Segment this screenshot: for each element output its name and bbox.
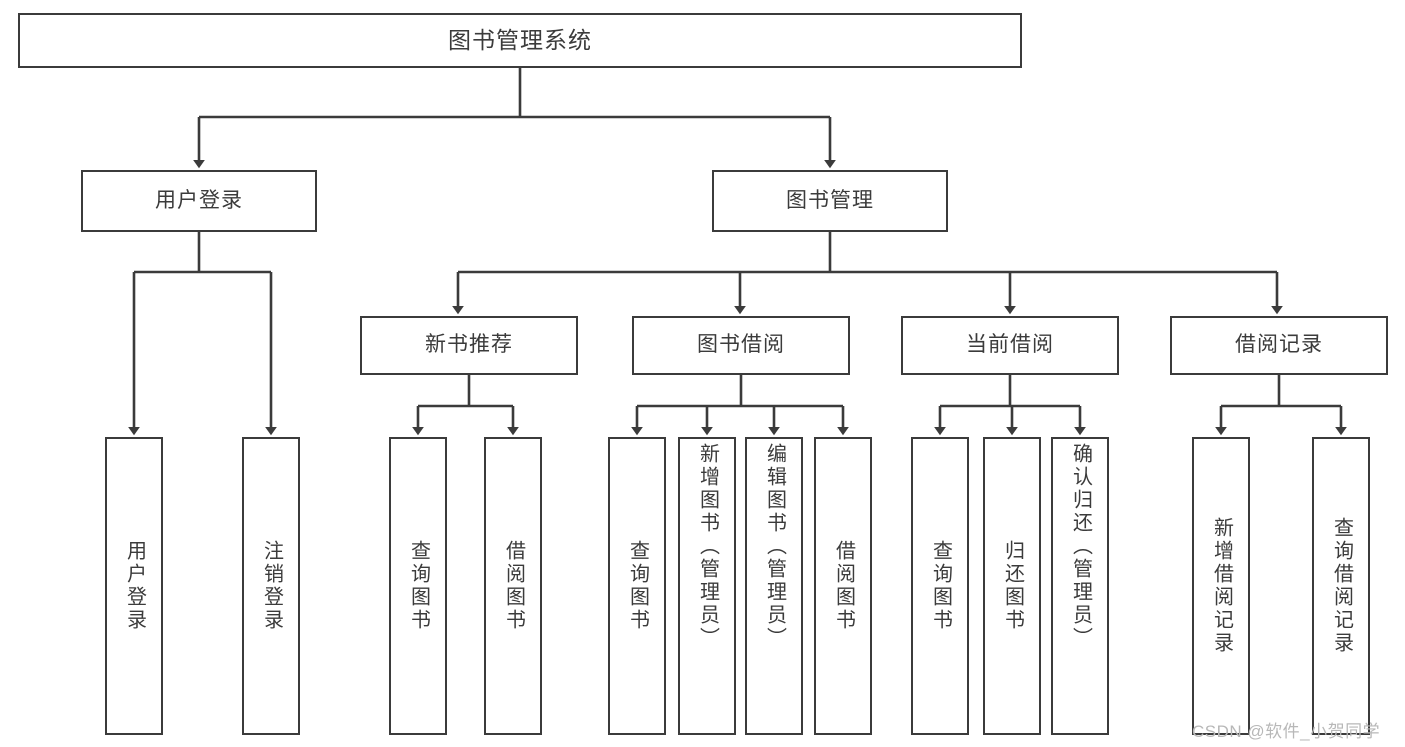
node-borrow-book-borrow[interactable]: 借阅图书	[814, 437, 872, 735]
node-book-manage-label: 图书管理	[786, 188, 874, 212]
node-book-borrow[interactable]: 图书借阅	[632, 316, 850, 375]
node-query-borrow-record-label: 查询借阅记录	[1330, 517, 1353, 655]
node-new-book-rec[interactable]: 新书推荐	[360, 316, 578, 375]
node-query-book-borrow[interactable]: 查询图书	[608, 437, 666, 735]
node-borrow-book-rec[interactable]: 借阅图书	[484, 437, 542, 735]
node-logout-leaf[interactable]: 注销登录	[242, 437, 300, 735]
node-root[interactable]: 图书管理系统	[18, 13, 1022, 68]
node-add-borrow-record-label: 新增借阅记录	[1210, 517, 1233, 655]
node-return-book[interactable]: 归还图书	[983, 437, 1041, 735]
node-root-label: 图书管理系统	[448, 26, 592, 53]
node-book-borrow-label: 图书借阅	[697, 333, 785, 357]
node-confirm-return-admin-label: 确认归还（管理员）	[1069, 443, 1092, 650]
csdn-watermark: CSDN @软件_小贺同学	[1192, 722, 1381, 741]
node-user-login-leaf-label: 用户登录	[123, 540, 146, 632]
node-confirm-return-admin[interactable]: 确认归还（管理员）	[1051, 437, 1109, 735]
node-add-book-admin-label: 新增图书（管理员）	[696, 443, 719, 650]
node-query-book-borrow-label: 查询图书	[626, 540, 649, 632]
node-user-login[interactable]: 用户登录	[81, 170, 317, 232]
node-user-login-label: 用户登录	[155, 188, 243, 212]
node-query-borrow-record[interactable]: 查询借阅记录	[1312, 437, 1370, 735]
node-add-book-admin[interactable]: 新增图书（管理员）	[678, 437, 736, 735]
node-borrow-record[interactable]: 借阅记录	[1170, 316, 1388, 375]
node-logout-leaf-label: 注销登录	[260, 540, 283, 632]
node-current-borrow-label: 当前借阅	[966, 333, 1054, 357]
node-return-book-label: 归还图书	[1001, 540, 1024, 632]
node-user-login-leaf[interactable]: 用户登录	[105, 437, 163, 735]
node-query-book-rec-label: 查询图书	[407, 540, 430, 632]
node-book-manage[interactable]: 图书管理	[712, 170, 948, 232]
node-edit-book-admin[interactable]: 编辑图书（管理员）	[745, 437, 803, 735]
node-query-book-current-label: 查询图书	[929, 540, 952, 632]
node-borrow-book-rec-label: 借阅图书	[502, 540, 525, 632]
node-borrow-record-label: 借阅记录	[1235, 333, 1323, 357]
node-query-book-rec[interactable]: 查询图书	[389, 437, 447, 735]
node-new-book-rec-label: 新书推荐	[425, 333, 513, 357]
node-add-borrow-record[interactable]: 新增借阅记录	[1192, 437, 1250, 735]
node-current-borrow[interactable]: 当前借阅	[901, 316, 1119, 375]
node-edit-book-admin-label: 编辑图书（管理员）	[763, 443, 786, 650]
node-query-book-current[interactable]: 查询图书	[911, 437, 969, 735]
node-borrow-book-borrow-label: 借阅图书	[832, 540, 855, 632]
